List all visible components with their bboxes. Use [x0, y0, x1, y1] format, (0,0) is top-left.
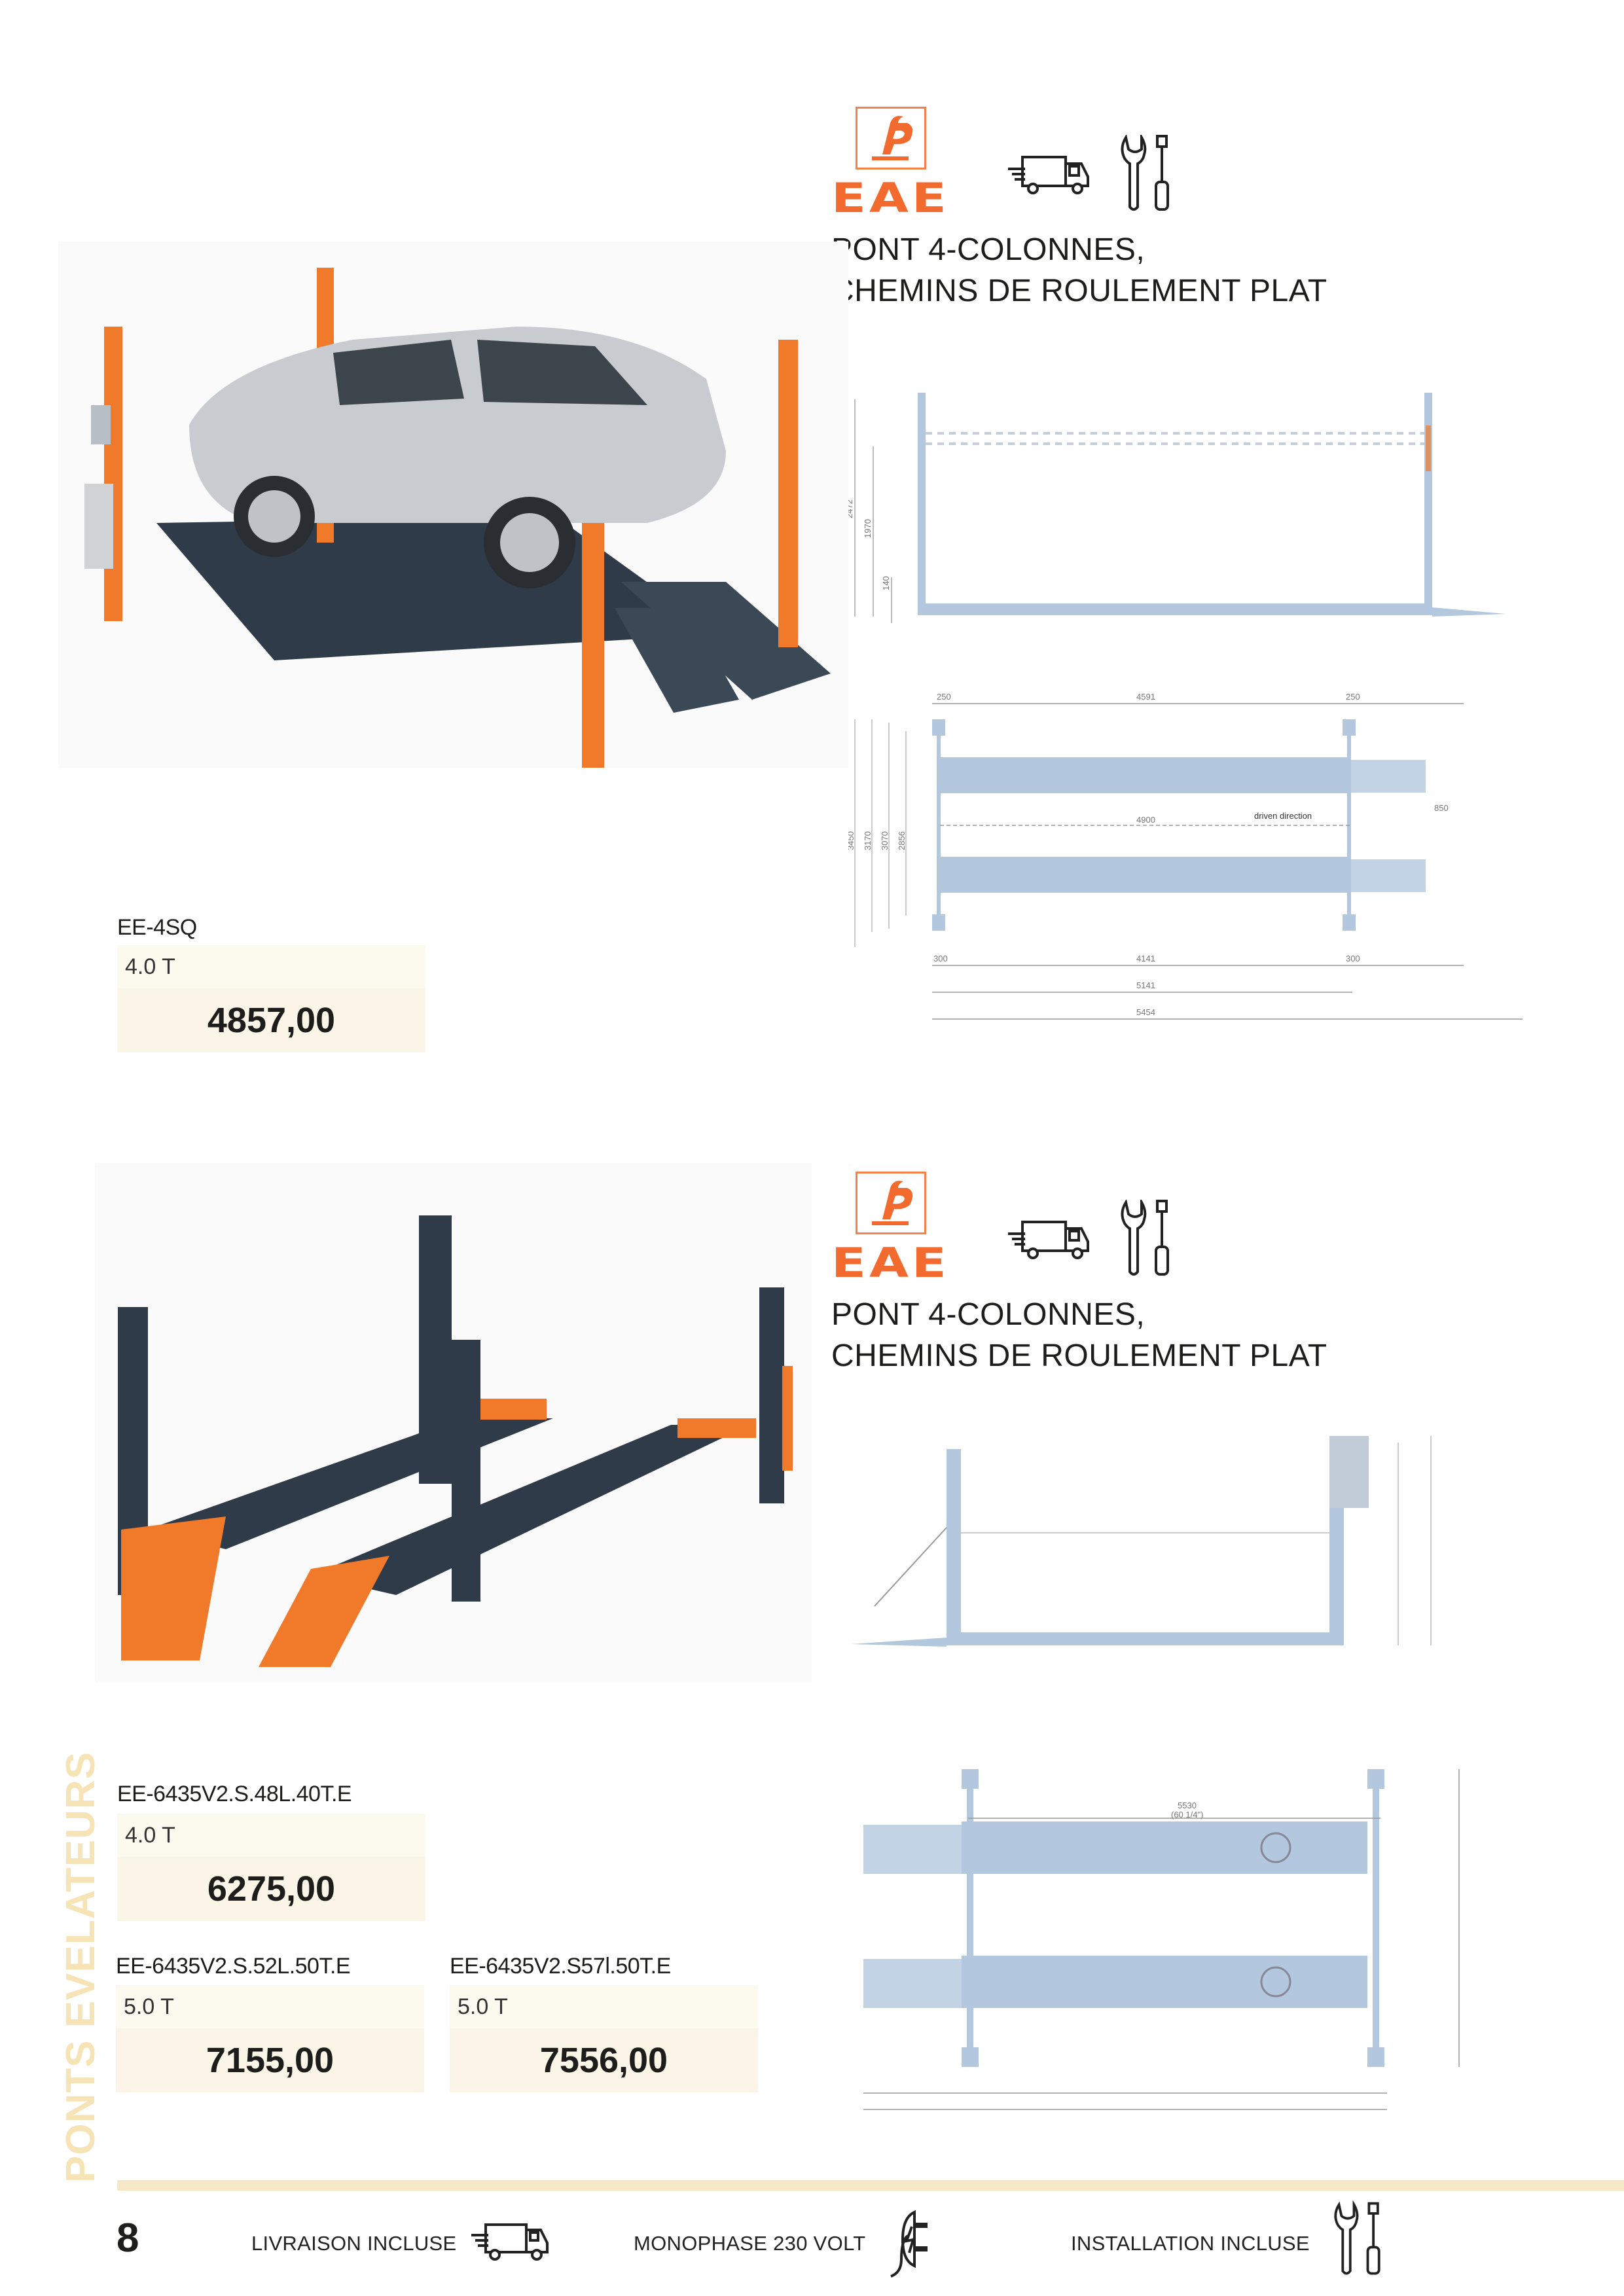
dim-140: 140: [881, 576, 891, 590]
dim-60-1-4-in: (60 1/4"): [1171, 1810, 1203, 1820]
title-line-2: CHEMINS DE ROULEMENT PLAT: [831, 274, 1327, 308]
brand-logo-mark: [856, 1172, 926, 1234]
product-code: EE-4SQ: [117, 915, 197, 940]
price-card: 4.0 T 4857,00: [117, 945, 425, 1052]
product-photo-ee-4sq: [58, 242, 848, 768]
brand-logo-mark: [856, 107, 926, 170]
dim-300-left: 300: [933, 954, 948, 963]
technical-drawing-top-view-2: 5530 (60 1/4"): [863, 1769, 1460, 2110]
capacity: 4.0 T: [117, 1814, 425, 1857]
title-line-1: PONT 4-COLONNES,: [831, 232, 1146, 267]
dim-1970: 1970: [863, 519, 873, 538]
wrench-screwdriver-icon: [1121, 135, 1169, 211]
dim-3070: 3070: [880, 831, 890, 850]
price-card: 5.0 T 7155,00: [116, 1985, 424, 2092]
dim-3170: 3170: [863, 831, 873, 850]
price-card: 5.0 T 7556,00: [450, 1985, 758, 2092]
dim-4141: 4141: [1136, 954, 1155, 963]
dim-850: 850: [1434, 803, 1449, 813]
dim-250-right: 250: [1346, 692, 1360, 702]
runway-platform: [156, 516, 719, 660]
wrench-screwdriver-icon: [1121, 1200, 1169, 1276]
price: 7155,00: [116, 2028, 424, 2092]
footer-power-label: MONOPHASE 230 VOLT: [634, 2232, 866, 2255]
dim-5454: 5454: [1136, 1007, 1155, 1017]
capacity: 5.0 T: [116, 1985, 424, 2028]
brand-p-icon: [872, 1181, 913, 1225]
product-code: EE-6435V2.S.48L.40T.E: [117, 1782, 352, 1806]
dim-5141: 5141: [1136, 980, 1155, 990]
truck-delivery-icon: [471, 2223, 549, 2261]
dim-3450: 3450: [848, 831, 856, 850]
dim-5530: 5530: [1178, 1801, 1197, 1810]
price: 6275,00: [117, 1857, 425, 1921]
capacity: 5.0 T: [450, 1985, 758, 2028]
technical-drawing-side-view-2: [851, 1436, 1432, 1647]
section-2-title: PONT 4-COLONNES, CHEMINS DE ROULEMENT PL…: [831, 1294, 1327, 1376]
product-code: EE-6435V2.S57l.50T.E: [450, 1954, 671, 1979]
price: 7556,00: [450, 2028, 758, 2092]
capacity: 4.0 T: [117, 945, 425, 988]
page-number: 8: [117, 2215, 139, 2261]
brand-p-icon: [872, 116, 913, 160]
technical-drawing-top-view: 250 4591 250 3450 3170 3070 2856 4900 dr…: [848, 692, 1523, 1020]
price-card: 4.0 T 6275,00: [117, 1814, 425, 1921]
side-category-label: PONTS EVELATEURS: [58, 1751, 103, 2183]
dim-300-right: 300: [1346, 954, 1360, 963]
footer-divider: [117, 2180, 1624, 2191]
wrench-screwdriver-icon: [1334, 2200, 1380, 2275]
dim-2856: 2856: [897, 831, 907, 850]
power-plug-icon: [890, 2210, 928, 2278]
brand-logo-text: EAE: [831, 174, 950, 222]
title-line-1: PONT 4-COLONNES,: [831, 1297, 1146, 1332]
dim-4900: 4900: [1136, 815, 1155, 825]
footer-delivery-label: LIVRAISON INCLUSE: [251, 2232, 457, 2255]
dim-2472: 2472: [848, 499, 854, 518]
footer-installation-label: INSTALLATION INCLUSE: [1071, 2232, 1310, 2255]
product-code: EE-6435V2.S.52L.50T.E: [116, 1954, 351, 1979]
title-line-2: CHEMINS DE ROULEMENT PLAT: [831, 1338, 1327, 1373]
technical-drawing-side-view: 2472 1970 140: [848, 393, 1506, 623]
brand-logo-text: EAE: [831, 1239, 950, 1287]
section-1-title: PONT 4-COLONNES, CHEMINS DE ROULEMENT PL…: [831, 229, 1327, 312]
price: 4857,00: [117, 988, 425, 1052]
dim-4591: 4591: [1136, 692, 1155, 702]
product-photo-ee-6435v2: [95, 1163, 812, 1682]
truck-delivery-icon: [1008, 1221, 1089, 1259]
driven-direction-label: driven direction: [1254, 811, 1312, 821]
truck-delivery-icon: [1008, 156, 1089, 194]
dim-250-left: 250: [937, 692, 951, 702]
